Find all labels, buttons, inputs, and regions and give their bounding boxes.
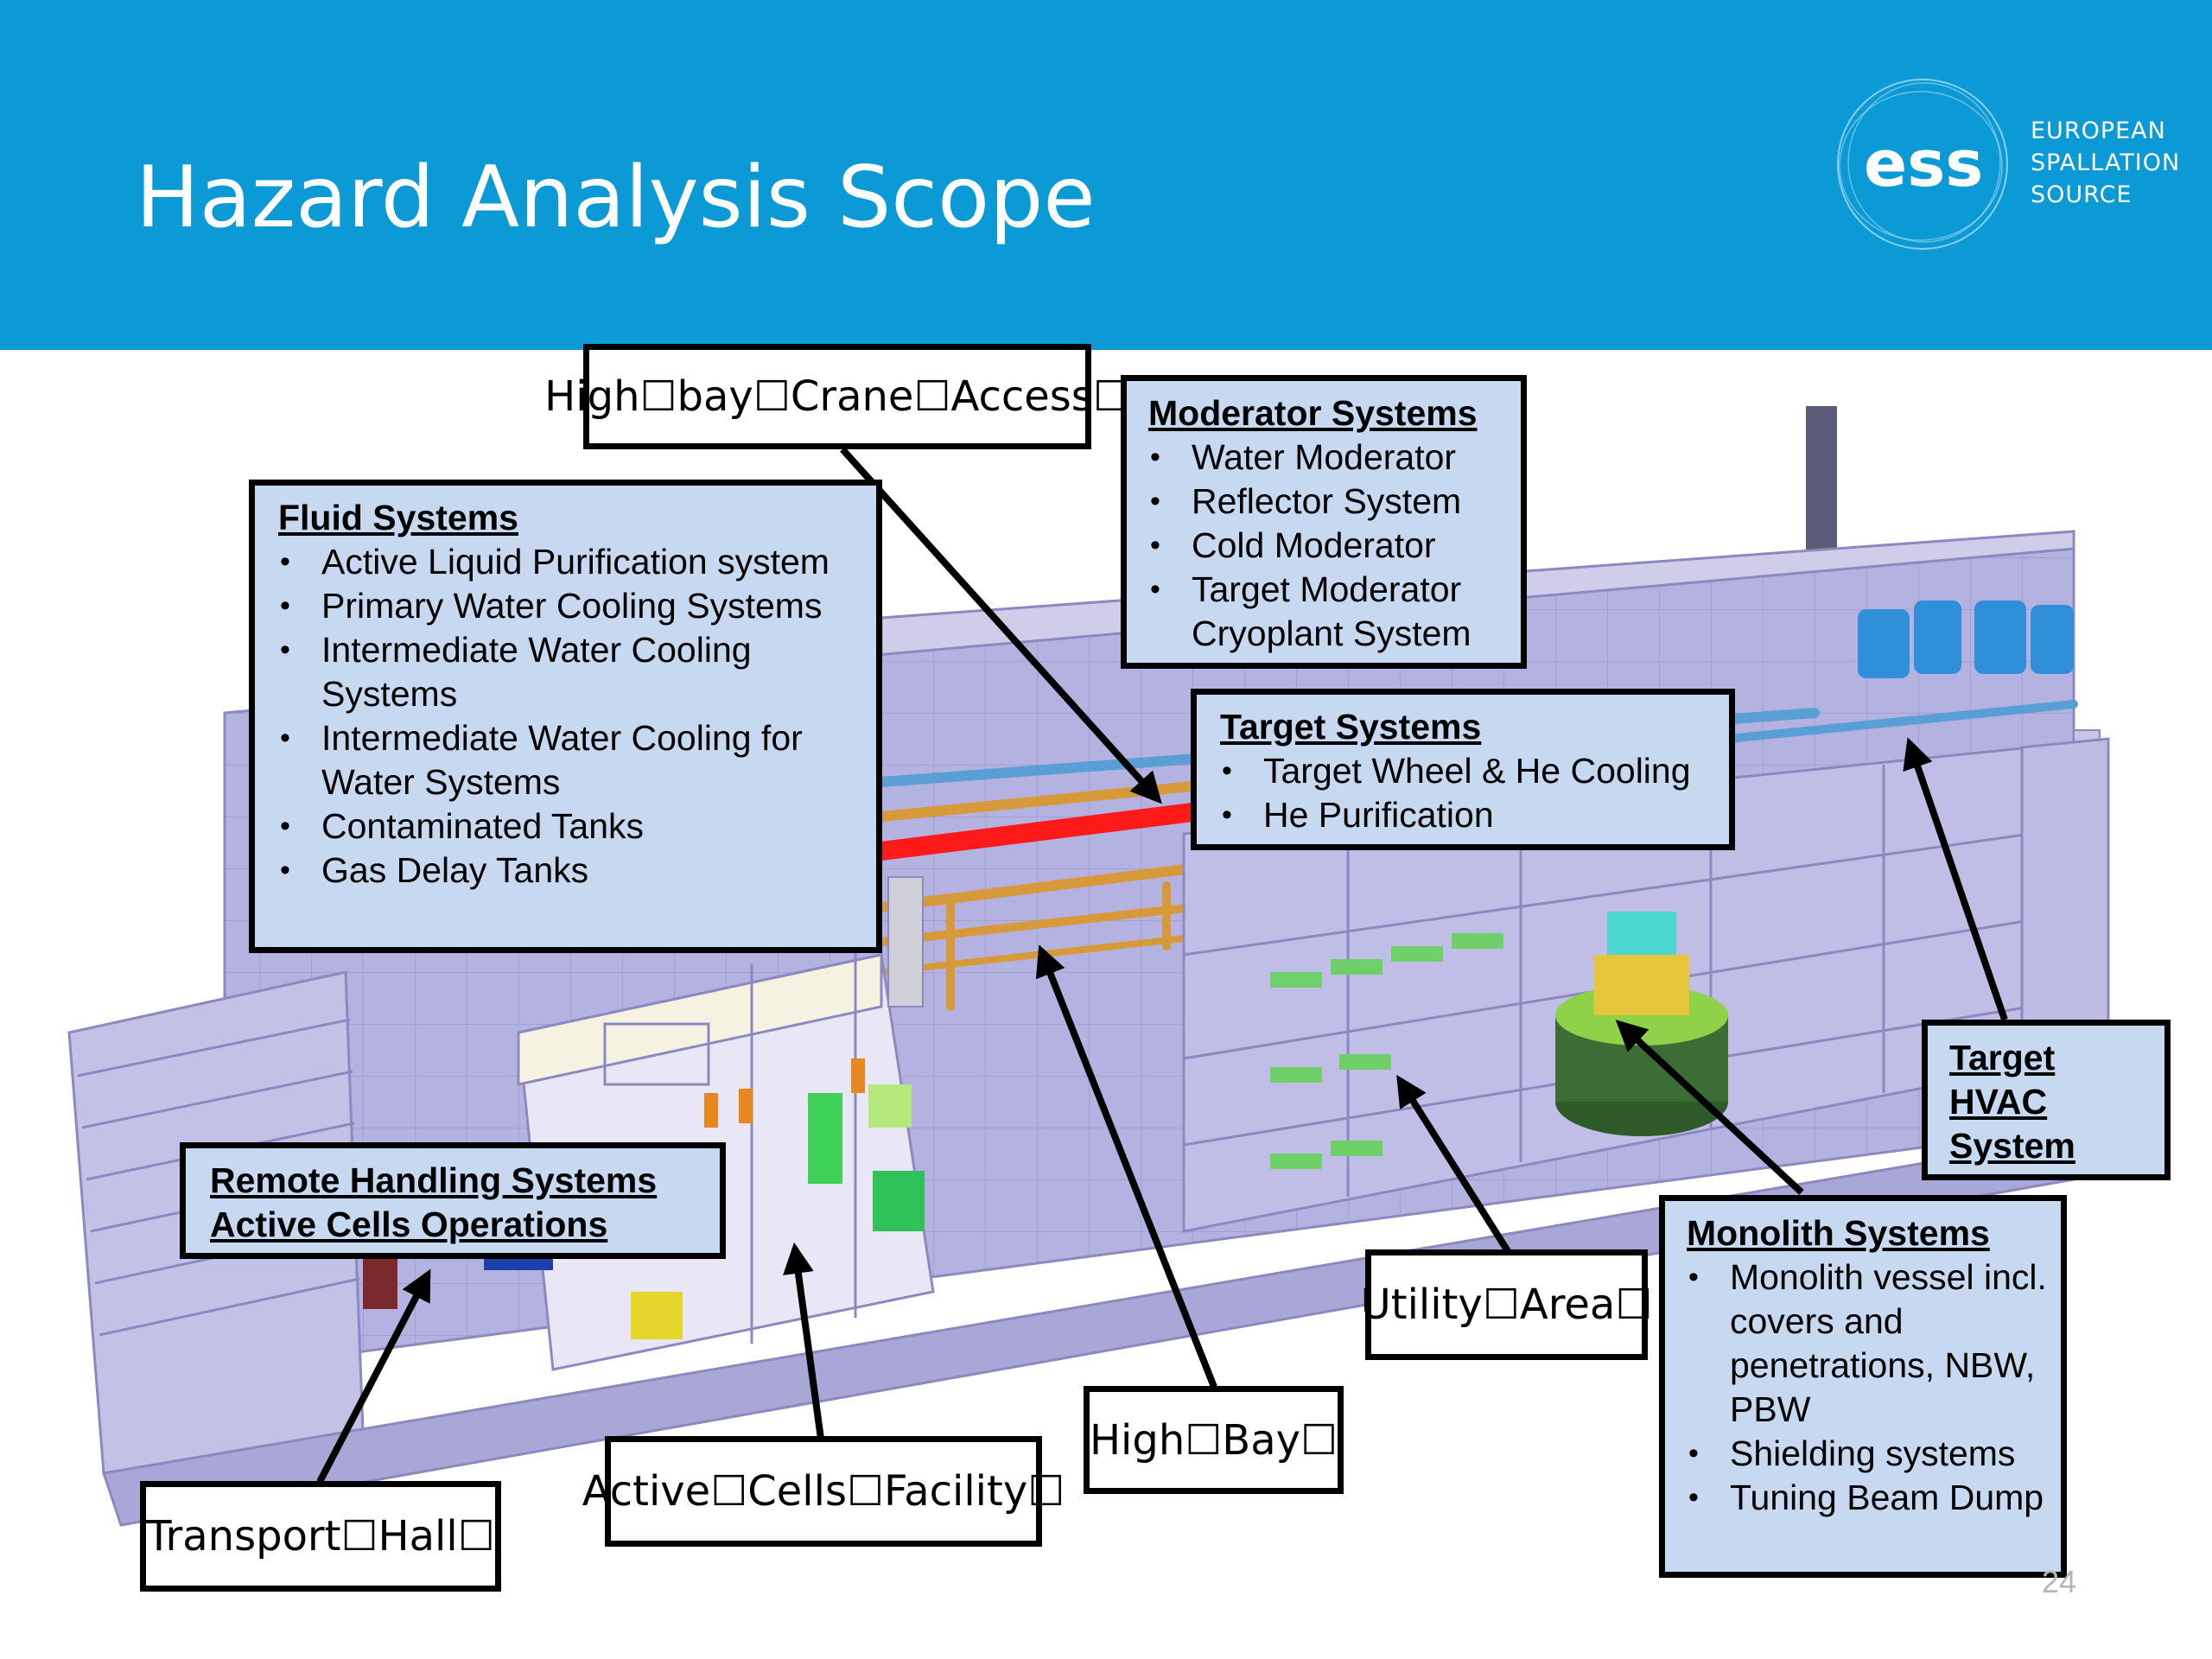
arrow-highbay-crane bbox=[840, 447, 1162, 804]
active-cells-facility-label: Active☐Cells☐Facility☐ bbox=[582, 1436, 1065, 1547]
arrow-target-hvac bbox=[1903, 737, 2008, 1021]
high-bay-label: High☐Bay☐ bbox=[1084, 1386, 1344, 1494]
active-cells-facility-text: Active☐Cells☐Facility☐ bbox=[582, 1467, 1065, 1516]
list-item: Intermediate Water Cooling for Water Sys… bbox=[278, 716, 861, 804]
list-item: He Purification bbox=[1220, 793, 1729, 837]
page-number: 24 bbox=[2042, 1564, 2077, 1599]
high-bay-text: High☐Bay☐ bbox=[1089, 1415, 1338, 1465]
slide-title: Hazard Analysis Scope bbox=[136, 149, 1096, 247]
list-item: Active Liquid Purification system bbox=[278, 540, 861, 584]
logo-line-3: SOURCE bbox=[2031, 181, 2133, 208]
fluid-systems-callout: Fluid Systems Active Liquid Purification… bbox=[249, 480, 882, 953]
header-bar bbox=[0, 0, 2212, 350]
logo-mark: ess bbox=[1864, 127, 1983, 201]
arrow-transport-hall bbox=[316, 1268, 431, 1484]
target-hvac-callout: Target HVAC System bbox=[1922, 1020, 2171, 1180]
arrow-active-cells bbox=[783, 1242, 824, 1440]
moderator-systems-callout: Moderator Systems Water Moderator Reflec… bbox=[1121, 375, 1527, 669]
logo-line-1: EUROPEAN bbox=[2031, 118, 2166, 144]
list-item: Monolith vessel incl. covers and penetra… bbox=[1687, 1255, 2052, 1432]
list-item: Cold Moderator bbox=[1148, 524, 1521, 568]
list-item: Shielding systems bbox=[1687, 1432, 2052, 1476]
utility-area-text: Utility☐Area☐ bbox=[1360, 1281, 1653, 1329]
target-systems-heading: Target Systems bbox=[1220, 707, 1482, 747]
highbay-crane-access-text: High☐bay☐Crane☐Access☐ bbox=[544, 372, 1130, 421]
crane-rail-highlight bbox=[872, 803, 1202, 861]
remote-handling-line-1: Remote Handling Systems bbox=[210, 1160, 658, 1200]
remote-handling-line-2: Active Cells Operations bbox=[210, 1205, 608, 1244]
arrow-high-bay bbox=[1035, 944, 1217, 1389]
highbay-crane-access-label: High☐bay☐Crane☐Access☐ bbox=[544, 344, 1130, 449]
monolith-systems-heading: Monolith Systems bbox=[1687, 1213, 1990, 1253]
list-item: Contaminated Tanks bbox=[278, 804, 861, 849]
utility-area-label: Utility☐Area☐ bbox=[1360, 1249, 1653, 1360]
target-hvac-line-3: System bbox=[1949, 1126, 2075, 1166]
list-item: Target Moderator Cryoplant System bbox=[1148, 568, 1521, 656]
list-item: Tuning Beam Dump bbox=[1687, 1476, 2052, 1520]
list-item: Target Wheel & He Cooling bbox=[1220, 749, 1729, 793]
fluid-systems-heading: Fluid Systems bbox=[278, 498, 518, 537]
arrow-monolith bbox=[1615, 1020, 1804, 1195]
ess-logo-icon: ess bbox=[1837, 79, 2008, 250]
moderator-systems-heading: Moderator Systems bbox=[1148, 393, 1478, 433]
logo-line-2: SPALLATION bbox=[2031, 149, 2181, 176]
transport-hall-label: Transport☐Hall☐ bbox=[140, 1481, 501, 1592]
arrow-utility-area bbox=[1396, 1074, 1511, 1254]
target-hvac-line-2: HVAC bbox=[1949, 1082, 2048, 1122]
target-systems-callout: Target Systems Target Wheel & He Cooling… bbox=[1191, 689, 1735, 850]
list-item: Gas Delay Tanks bbox=[278, 849, 861, 893]
monolith-systems-callout: Monolith Systems Monolith vessel incl. c… bbox=[1659, 1195, 2067, 1578]
transport-hall-text: Transport☐Hall☐ bbox=[146, 1512, 495, 1560]
logo-wordmark: EUROPEAN SPALLATION SOURCE bbox=[2031, 115, 2180, 211]
list-item: Reflector System bbox=[1148, 480, 1521, 524]
remote-handling-callout: Remote Handling Systems Active Cells Ope… bbox=[180, 1142, 726, 1259]
list-item: Primary Water Cooling Systems bbox=[278, 584, 861, 628]
list-item: Water Moderator bbox=[1148, 435, 1521, 480]
list-item: Intermediate Water Cooling Systems bbox=[278, 628, 861, 716]
target-hvac-line-1: Target bbox=[1949, 1038, 2056, 1077]
